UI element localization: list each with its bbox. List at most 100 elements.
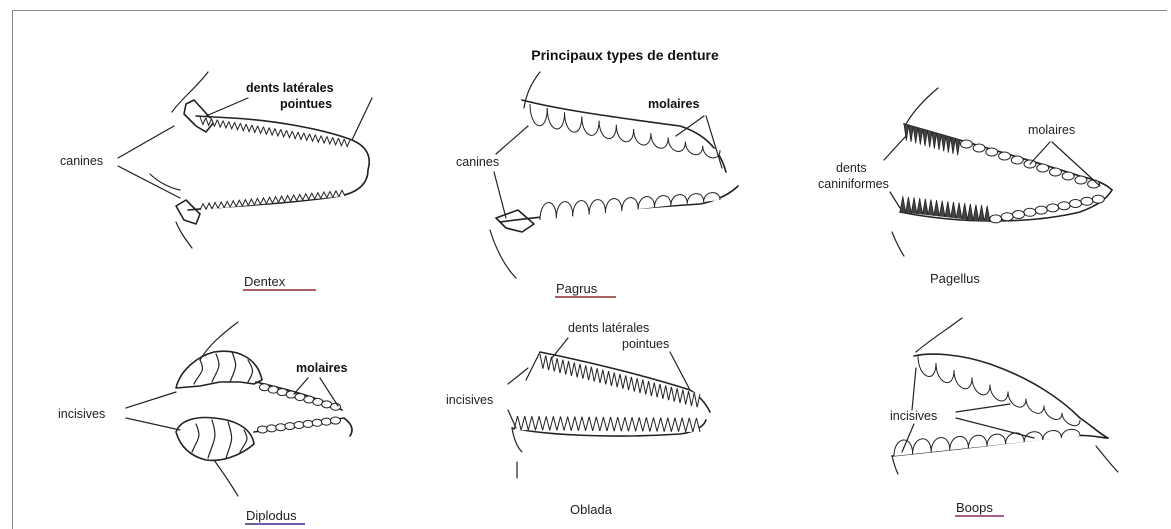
tooth <box>1026 399 1044 414</box>
tooth <box>304 133 310 140</box>
tooth <box>540 354 546 369</box>
label-pagellus-molars: molaires <box>1028 123 1075 137</box>
pagrus-lower-teeth <box>540 193 720 220</box>
tooth <box>937 133 942 150</box>
jaw-pagellus <box>892 88 1112 256</box>
tooth <box>252 125 258 132</box>
tooth <box>660 384 666 399</box>
tooth <box>655 196 671 208</box>
tooth <box>956 203 962 219</box>
tooth <box>530 104 547 126</box>
tooth <box>689 391 695 406</box>
tooth <box>657 418 664 432</box>
diplodus-incisor-marks <box>192 352 253 458</box>
tooth <box>951 202 957 218</box>
tooth <box>593 417 600 431</box>
tooth <box>936 363 954 382</box>
jaw-pagrus <box>490 72 738 278</box>
label-dentex-lateral-2: pointues <box>280 97 332 111</box>
molar <box>294 422 304 429</box>
tooth <box>236 200 242 206</box>
tooth <box>327 136 333 143</box>
arrow-diplodus-incisors-down <box>126 418 180 430</box>
tooth <box>263 127 269 134</box>
tooth <box>580 364 586 379</box>
tooth <box>666 385 672 400</box>
tooth <box>679 418 686 432</box>
label-oblada-lateral-1: dents latérales <box>568 321 649 335</box>
molar <box>276 424 286 431</box>
tooth <box>906 197 912 213</box>
tooth <box>242 200 248 206</box>
label-pagellus-caniniform-1: dents <box>836 161 867 175</box>
tooth <box>578 417 585 431</box>
tooth <box>339 190 345 196</box>
tooth <box>946 136 951 153</box>
tooth <box>607 417 614 431</box>
tooth <box>1044 406 1062 420</box>
jaw-diplodus <box>176 322 352 496</box>
label-diplodus-incisors: incisives <box>58 407 105 421</box>
incisor-mark <box>194 360 202 384</box>
tooth <box>303 194 309 200</box>
tooth <box>931 438 950 452</box>
tooth <box>664 418 671 432</box>
tooth <box>574 363 580 378</box>
pagellus-lower-teeth <box>900 195 1104 223</box>
tooth <box>315 135 321 142</box>
tooth <box>934 200 940 216</box>
tooth <box>686 418 693 432</box>
tooth <box>913 439 932 454</box>
incisor-mark <box>192 424 199 452</box>
tooth <box>327 191 333 197</box>
tooth <box>564 417 571 431</box>
tooth <box>218 202 224 208</box>
tooth <box>551 357 557 372</box>
arrow-pagrus-canines-down <box>494 172 506 218</box>
tooth <box>605 199 621 213</box>
tooth <box>571 417 578 431</box>
tooth <box>338 138 344 145</box>
incisor-mark <box>240 430 247 452</box>
arrow-boops-incisors-right-up <box>956 404 1010 412</box>
molar <box>1035 206 1047 214</box>
genus-label-pagrus: Pagrus <box>556 281 598 296</box>
arrow-dentex-canines-up <box>118 126 174 158</box>
tooth <box>547 108 564 129</box>
label-diplodus-molars: molaires <box>296 361 347 375</box>
tooth <box>968 435 987 448</box>
tooth <box>254 198 260 204</box>
tooth <box>535 416 542 430</box>
tooth <box>939 201 945 217</box>
arrow-oblada-incisors-down <box>508 410 516 428</box>
tooth <box>626 375 632 390</box>
tooth <box>586 365 592 380</box>
tooth <box>923 129 928 146</box>
tooth <box>917 198 923 214</box>
jaw-dentex <box>150 72 369 248</box>
genus-label-boops: Boops <box>956 500 993 515</box>
molar <box>1049 168 1061 176</box>
label-dentex-lateral-1: dents latérales <box>246 81 334 95</box>
tooth <box>945 201 951 217</box>
tooth <box>200 117 206 124</box>
molar <box>1062 172 1074 180</box>
molar <box>1001 213 1013 221</box>
arrow-pagellus-caniniform-down <box>890 192 900 208</box>
molar <box>312 419 322 426</box>
oblada-upper-teeth <box>540 354 700 407</box>
tooth <box>315 193 321 199</box>
tooth <box>932 132 937 149</box>
tooth <box>540 203 556 220</box>
tooth <box>309 193 315 199</box>
tooth <box>923 199 929 215</box>
tooth <box>704 193 720 202</box>
molar <box>258 426 268 433</box>
tooth <box>310 134 316 141</box>
tooth <box>260 198 266 204</box>
tooth <box>528 416 535 430</box>
tooth <box>987 434 1006 446</box>
label-pagrus-molars: molaires <box>648 97 699 111</box>
tooth <box>563 360 569 375</box>
tooth <box>229 121 235 128</box>
